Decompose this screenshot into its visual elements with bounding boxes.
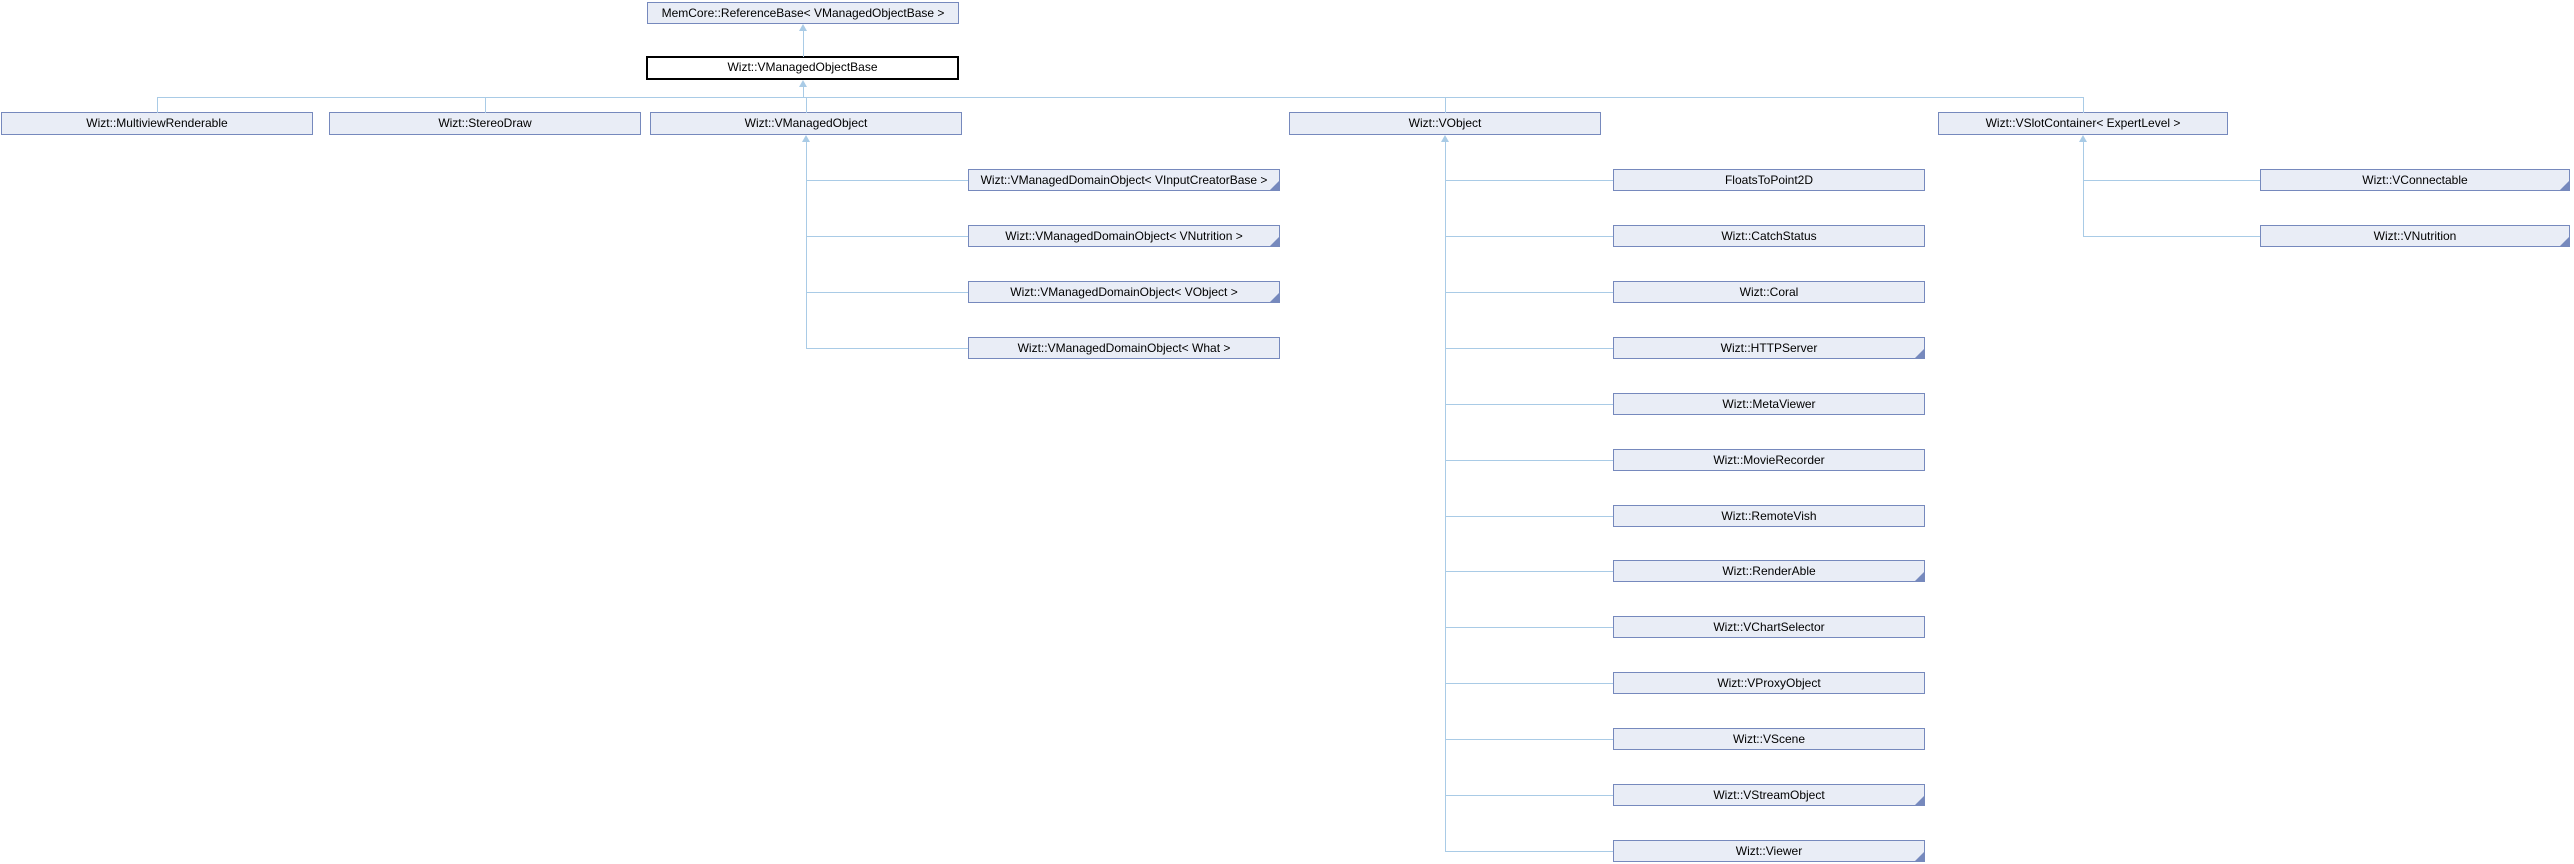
truncated-fold-icon <box>2560 181 2569 190</box>
derived-class-node-vslotcontainer[interactable]: Wizt::VSlotContainer< ExpertLevel > <box>1938 112 2228 135</box>
derived-class-node[interactable]: Wizt::VConnectable <box>2260 169 2570 191</box>
inheritance-edge <box>1445 683 1613 684</box>
derived-class-node[interactable]: Wizt::VScene <box>1613 728 1925 750</box>
truncated-fold-icon <box>1915 796 1924 805</box>
inheritance-edge <box>157 97 158 113</box>
inheritance-edge <box>1445 404 1613 405</box>
derived-class-node[interactable]: Wizt::VChartSelector <box>1613 616 1925 638</box>
inheritance-edge <box>803 31 804 57</box>
inheritance-edge <box>1445 460 1613 461</box>
derived-class-node[interactable]: Wizt::VManagedDomainObject< What > <box>968 337 1280 359</box>
derived-class-node[interactable]: Wizt::Viewer <box>1613 840 1925 862</box>
inheritance-edge <box>806 142 807 348</box>
derived-class-node[interactable]: Wizt::VStreamObject <box>1613 784 1925 806</box>
inheritance-edge <box>806 180 968 181</box>
derived-class-node[interactable]: Wizt::RemoteVish <box>1613 505 1925 527</box>
inheritance-edge <box>485 97 486 113</box>
derived-class-node[interactable]: Wizt::VManagedDomainObject< VInputCreato… <box>968 169 1280 191</box>
inheritance-edge <box>1445 516 1613 517</box>
inheritance-edge <box>2083 142 2084 236</box>
derived-class-node[interactable]: Wizt::MetaViewer <box>1613 393 1925 415</box>
truncated-fold-icon <box>2560 237 2569 246</box>
inheritance-arrowhead-icon <box>799 80 807 87</box>
truncated-fold-icon <box>1915 349 1924 358</box>
inheritance-edge <box>1445 795 1613 796</box>
derived-class-node[interactable]: Wizt::VNutrition <box>2260 225 2570 247</box>
inheritance-edge <box>806 236 968 237</box>
inheritance-arrowhead-icon <box>2079 135 2087 142</box>
inheritance-edge <box>2083 236 2260 237</box>
derived-class-node-stereodraw[interactable]: Wizt::StereoDraw <box>329 112 641 135</box>
inheritance-edge <box>806 292 968 293</box>
inheritance-edge <box>803 87 804 97</box>
truncated-fold-icon <box>1270 181 1279 190</box>
inheritance-edge <box>1445 180 1613 181</box>
derived-class-node[interactable]: Wizt::RenderAble <box>1613 560 1925 582</box>
truncated-fold-icon <box>1915 852 1924 861</box>
derived-class-node[interactable]: Wizt::MovieRecorder <box>1613 449 1925 471</box>
inheritance-edge <box>1445 236 1613 237</box>
derived-class-node[interactable]: Wizt::VManagedDomainObject< VNutrition > <box>968 225 1280 247</box>
inheritance-edge <box>1445 571 1613 572</box>
inheritance-edge <box>2083 180 2260 181</box>
base-class-node[interactable]: MemCore::ReferenceBase< VManagedObjectBa… <box>647 2 959 24</box>
inheritance-edge <box>1445 348 1613 349</box>
inheritance-edge <box>806 97 807 113</box>
inheritance-edge <box>2083 97 2084 113</box>
inheritance-edge <box>157 97 2083 98</box>
inheritance-edge <box>1445 627 1613 628</box>
derived-class-node-vmanagedobject[interactable]: Wizt::VManagedObject <box>650 112 962 135</box>
inheritance-edge <box>1445 851 1613 852</box>
current-class-node[interactable]: Wizt::VManagedObjectBase <box>646 56 959 80</box>
inheritance-arrowhead-icon <box>1441 135 1449 142</box>
inheritance-edge <box>1445 97 1446 113</box>
inheritance-edge <box>1445 142 1446 851</box>
inheritance-edge <box>806 348 968 349</box>
inheritance-edge <box>1445 739 1613 740</box>
inheritance-arrowhead-icon <box>802 135 810 142</box>
derived-class-node-vobject[interactable]: Wizt::VObject <box>1289 112 1601 135</box>
derived-class-node[interactable]: FloatsToPoint2D <box>1613 169 1925 191</box>
truncated-fold-icon <box>1270 293 1279 302</box>
derived-class-node[interactable]: Wizt::VProxyObject <box>1613 672 1925 694</box>
derived-class-node[interactable]: Wizt::Coral <box>1613 281 1925 303</box>
inheritance-arrowhead-icon <box>799 24 807 31</box>
derived-class-node[interactable]: Wizt::HTTPServer <box>1613 337 1925 359</box>
derived-class-node[interactable]: Wizt::CatchStatus <box>1613 225 1925 247</box>
derived-class-node[interactable]: Wizt::VManagedDomainObject< VObject > <box>968 281 1280 303</box>
truncated-fold-icon <box>1270 237 1279 246</box>
derived-class-node-multiviewrenderable[interactable]: Wizt::MultiviewRenderable <box>1 112 313 135</box>
truncated-fold-icon <box>1915 572 1924 581</box>
inheritance-edge <box>1445 292 1613 293</box>
